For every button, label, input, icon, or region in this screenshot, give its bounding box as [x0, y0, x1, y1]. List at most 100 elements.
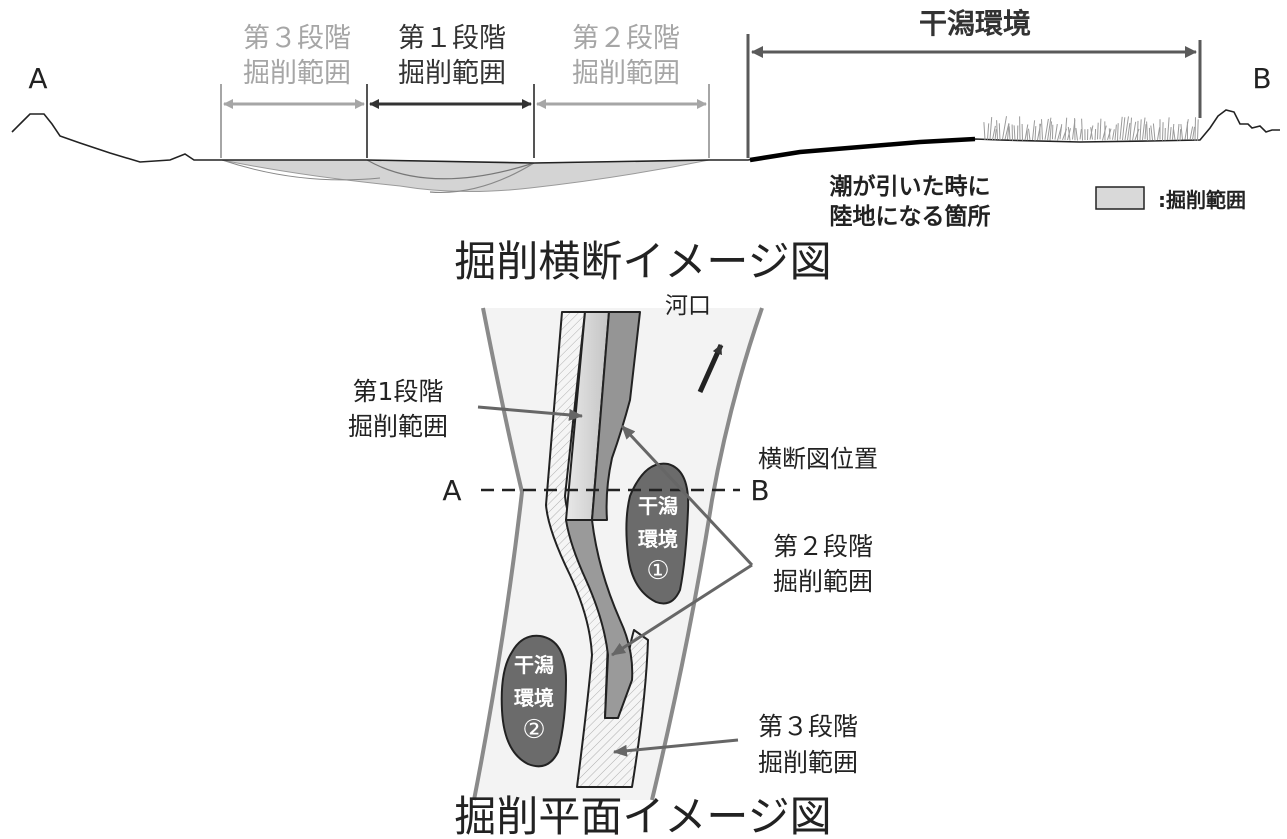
- plan-stage2-strip-upper: [591, 311, 641, 521]
- grass-blade: [1059, 124, 1063, 140]
- grass-blade: [1139, 119, 1142, 141]
- grass-blade: [1097, 122, 1099, 140]
- grass-blade: [1094, 128, 1097, 141]
- cross-stage1-label-line2: 掘削範囲: [398, 58, 506, 89]
- cross-caption: 掘削横断イメージ図: [454, 237, 831, 286]
- grass-blade: [1090, 127, 1093, 140]
- plan-stage1-label-line2: 掘削範囲: [348, 412, 448, 441]
- cross-tidal-flat-label: 干潟環境: [919, 7, 1031, 40]
- plan-flat2-line1: 干潟: [514, 653, 554, 677]
- plan-river-right-bank: [650, 307, 764, 801]
- grass-blade: [1108, 128, 1111, 140]
- grass-blade: [1102, 125, 1107, 141]
- plan-stage2-strip-lower: [565, 519, 634, 719]
- cross-stage3-inner-curve: [221, 159, 381, 181]
- plan-flow-arrow: [697, 343, 724, 394]
- grass-blade: [1167, 117, 1170, 140]
- grass-blade: [983, 122, 986, 141]
- plan-point-b: B: [750, 474, 769, 507]
- grass-blade: [1172, 123, 1175, 140]
- grass-blade: [987, 123, 990, 140]
- plan-stage1-pointer: [477, 405, 583, 421]
- grass-blade: [1004, 123, 1010, 140]
- plan-flat2-line2: 環境: [514, 686, 554, 710]
- grass-blade: [1132, 121, 1137, 141]
- grass-blade: [1034, 126, 1037, 141]
- plan-caption: 掘削平面イメージ図: [454, 792, 831, 839]
- plan-stage1-label-line1: 第1段階: [353, 377, 444, 406]
- plan-stage2-pointer-lower: [611, 563, 753, 657]
- plan-stage3-label-line2: 掘削範囲: [758, 748, 858, 777]
- grass-blade: [1112, 129, 1115, 140]
- grass-blade: [1173, 129, 1176, 140]
- grass-blade: [1124, 116, 1129, 140]
- cross-exposed-note-line2: 陸地になる箇所: [830, 203, 991, 230]
- cross-exposed-segment: [749, 136, 976, 163]
- legend-swatch: [1095, 186, 1145, 210]
- grass-blade: [1129, 117, 1132, 141]
- grass-blade: [1137, 120, 1139, 141]
- plan-stage2-label-line1: 第２段階: [773, 532, 873, 561]
- grass-blade: [1192, 126, 1195, 141]
- plan-river-mouth-label: 河口: [665, 293, 711, 319]
- grass-blade: [1028, 128, 1031, 140]
- grass-blade: [1064, 117, 1068, 140]
- plan-stage2-label-line2: 掘削範囲: [773, 567, 873, 596]
- grass-blade: [1152, 123, 1156, 141]
- grass-blade: [1179, 129, 1182, 141]
- plan-section-position-label: 横断図位置: [758, 445, 878, 473]
- grass-blade: [1180, 124, 1183, 140]
- grass-blade: [1054, 124, 1058, 140]
- grass-blade: [1122, 117, 1126, 141]
- cross-ground-profile: [11, 109, 1280, 164]
- grass-blade: [1079, 129, 1082, 140]
- cross-tidal-grass: [983, 116, 1199, 141]
- plan-tidal-flat-1: [625, 462, 690, 605]
- plan-stage3-pointer: [613, 738, 739, 757]
- grass-blade: [1119, 116, 1123, 140]
- grass-blade: [1002, 116, 1007, 140]
- grass-blade: [1049, 121, 1052, 141]
- grass-blade: [1041, 119, 1043, 140]
- plan-flat1-num: ①: [646, 556, 669, 586]
- grass-blade: [1047, 117, 1052, 141]
- cross-point-a: A: [28, 62, 47, 95]
- cross-stage1-inner-curve: [366, 159, 535, 180]
- grass-blade: [1162, 122, 1164, 141]
- grass-blade: [1189, 126, 1194, 140]
- plan-stage2-pointer-upper: [620, 424, 754, 567]
- cross-stage2-label-line1: 第２段階: [572, 23, 680, 54]
- plan-stage3-label-line1: 第３段階: [758, 712, 858, 741]
- grass-blade: [1081, 118, 1083, 141]
- grass-blade: [994, 129, 997, 141]
- legend-label: :掘削範囲: [1158, 188, 1246, 212]
- plan-point-a: A: [442, 474, 461, 507]
- grass-blade: [1197, 119, 1199, 141]
- plan-flat2-num: ②: [522, 715, 545, 745]
- grass-blade: [1127, 122, 1131, 140]
- grass-blade: [1150, 125, 1153, 141]
- grass-blade: [1013, 125, 1016, 141]
- cross-stage1-label-line1: 第１段階: [398, 23, 506, 54]
- grass-blade: [1024, 124, 1029, 141]
- plan-view: 干潟 環境 ① 干潟 環境 ② A B 横断図位置 河口 第1段階 掘削範囲 第…: [348, 293, 878, 839]
- cross-excavation-area: [221, 159, 710, 193]
- cross-section: A B 第３段階 掘削範囲 第１段階 掘削範囲 第２段階 掘削範囲 干潟環境: [11, 7, 1280, 286]
- cross-stage2-label-line2: 掘削範囲: [572, 58, 680, 89]
- grass-blade: [1194, 117, 1196, 141]
- grass-blade: [1067, 126, 1071, 141]
- grass-blade: [1075, 128, 1078, 141]
- grass-blade: [1148, 127, 1151, 141]
- grass-blade: [996, 120, 998, 140]
- grass-blade: [1117, 123, 1119, 141]
- grass-blade: [1099, 118, 1102, 140]
- cross-stage3-label-line2: 掘削範囲: [243, 58, 351, 89]
- grass-blade: [1134, 128, 1140, 141]
- grass-blade: [1026, 128, 1028, 141]
- plan-flat1-line1: 干潟: [638, 494, 678, 518]
- grass-blade: [998, 123, 1001, 141]
- grass-blade: [1142, 117, 1146, 140]
- cross-exposed-note-line1: 潮が引いた時に: [830, 173, 991, 200]
- grass-blade: [1008, 126, 1011, 141]
